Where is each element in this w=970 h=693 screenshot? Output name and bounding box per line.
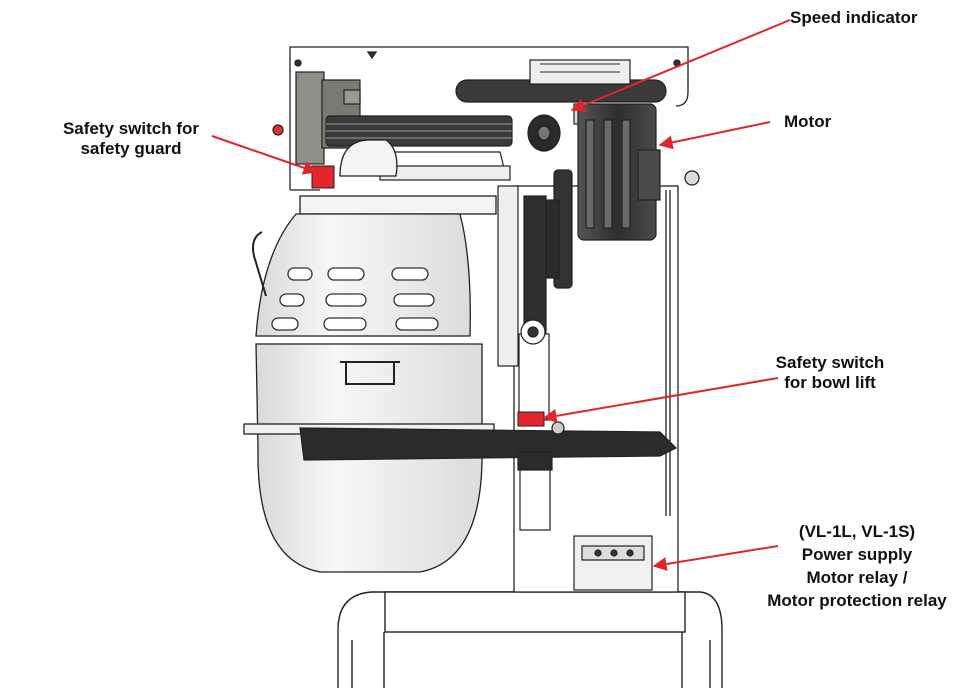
base-stand xyxy=(337,591,723,688)
arrow-bowl-lift xyxy=(542,377,779,423)
arrow-power-supply xyxy=(652,545,779,571)
arrow-speed-indicator xyxy=(570,19,791,112)
callout-arrows xyxy=(211,19,791,571)
motor xyxy=(577,103,661,241)
label-speed-indicator: Speed indicator xyxy=(790,8,918,27)
lift-column xyxy=(497,185,551,531)
bowl-lift-switch xyxy=(517,411,545,427)
drive-belt xyxy=(325,115,513,181)
label-motor: Motor xyxy=(784,112,832,131)
bowl-hood xyxy=(252,139,497,337)
arrow-safety-guard xyxy=(211,135,318,175)
safety-guard-switch xyxy=(311,165,335,189)
arrow-motor xyxy=(658,121,771,150)
bowl-lift-arm xyxy=(299,421,678,471)
power-supply-box xyxy=(573,535,653,591)
switch-highlights xyxy=(311,165,545,427)
label-safety-guard: Safety switch for safety guard xyxy=(62,119,200,158)
top-pulley xyxy=(455,59,667,125)
label-power-supply: (VL-1L, VL-1S) Power supply Motor relay … xyxy=(767,522,947,610)
label-bowl-lift: Safety switch for bowl lift xyxy=(775,353,885,392)
upper-housing xyxy=(289,46,689,191)
